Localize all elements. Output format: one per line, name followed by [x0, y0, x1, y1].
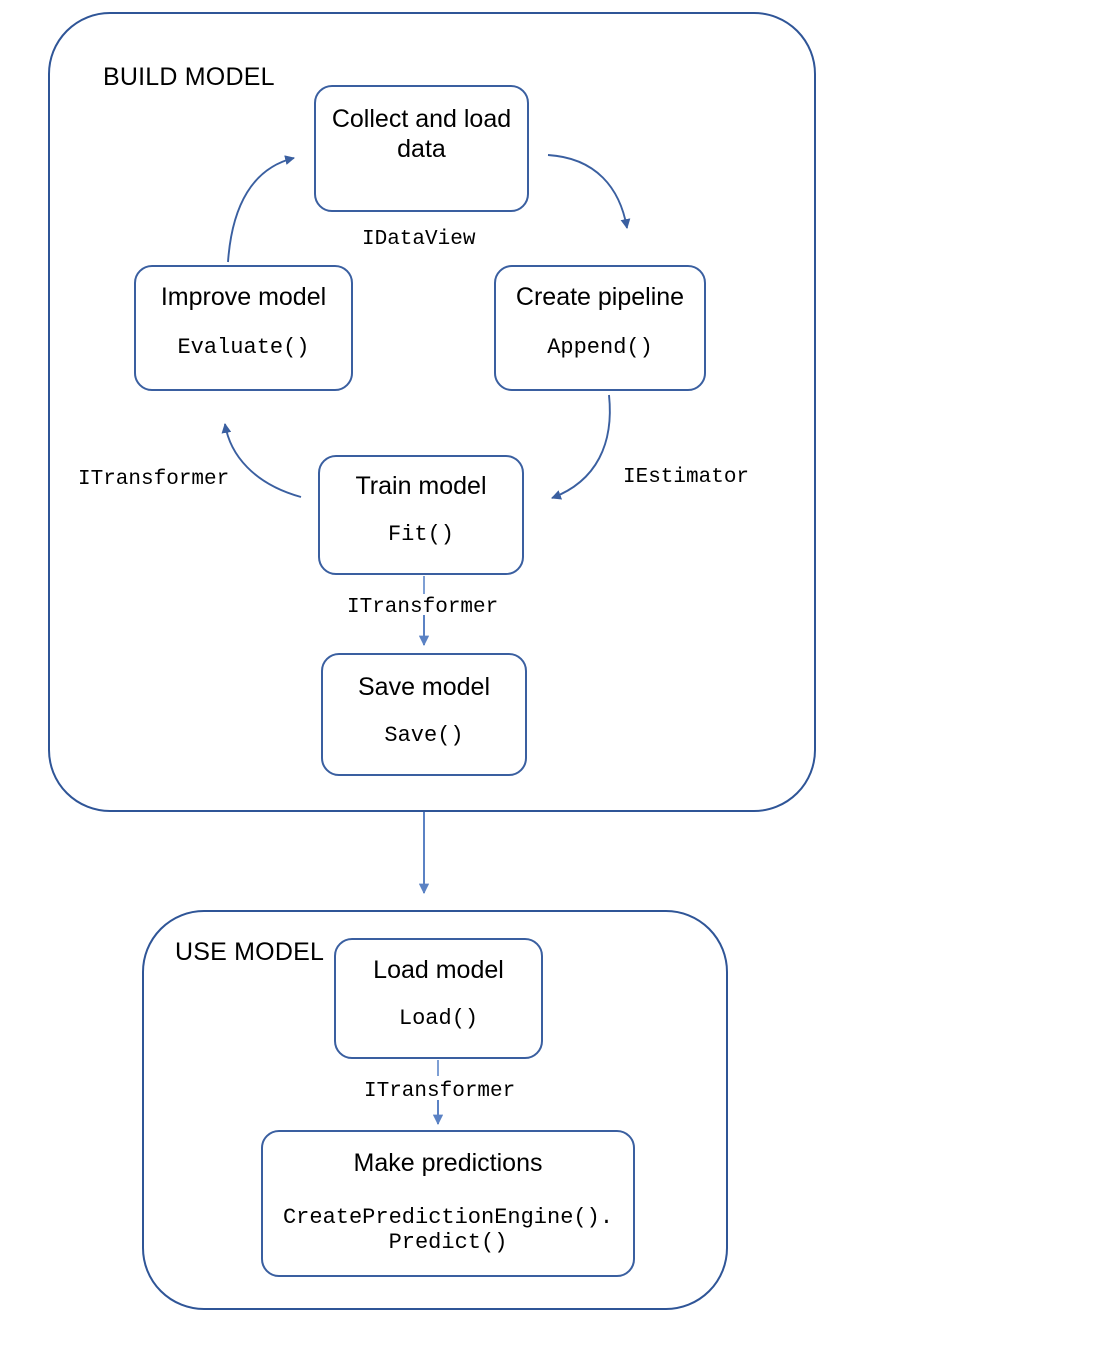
edge-label-itransformer-improve: ITransformer [78, 468, 230, 491]
node-load-api: Load() [398, 1005, 479, 1031]
node-save-model[interactable]: Save model Save() [321, 653, 527, 776]
node-pipeline-title: Create pipeline [515, 283, 685, 311]
node-create-pipeline[interactable]: Create pipeline Append() [494, 265, 706, 391]
edge-label-itransformer-predict: ITransformer [364, 1080, 516, 1103]
node-save-title: Save model [357, 673, 491, 701]
group-build-model [48, 12, 816, 812]
node-train-title: Train model [355, 472, 487, 500]
edge-label-iestimator: IEstimator [623, 466, 750, 489]
node-load-model[interactable]: Load model Load() [334, 938, 543, 1059]
edge-label-idataview: IDataView [362, 228, 476, 251]
group-build-model-label: BUILD MODEL [103, 63, 275, 91]
node-collect-title: Collect and load data [331, 105, 512, 163]
node-improve-title: Improve model [160, 283, 327, 311]
node-load-title: Load model [373, 956, 504, 984]
node-predict-title: Make predictions [353, 1149, 543, 1177]
node-collect-and-load-data[interactable]: Collect and load data [314, 85, 529, 212]
node-save-api: Save() [384, 722, 464, 748]
group-use-model-label: USE MODEL [175, 938, 325, 966]
node-train-api: Fit() [387, 521, 454, 547]
node-improve-api: Evaluate() [177, 334, 310, 360]
node-make-predictions[interactable]: Make predictions CreatePredictionEngine(… [261, 1130, 635, 1277]
node-pipeline-api: Append() [547, 334, 653, 360]
node-predict-api: CreatePredictionEngine(). Predict() [282, 1204, 614, 1256]
node-improve-model[interactable]: Improve model Evaluate() [134, 265, 353, 391]
node-train-model[interactable]: Train model Fit() [318, 455, 524, 575]
group-use-model [142, 910, 728, 1310]
edge-label-itransformer-save: ITransformer [347, 596, 499, 619]
